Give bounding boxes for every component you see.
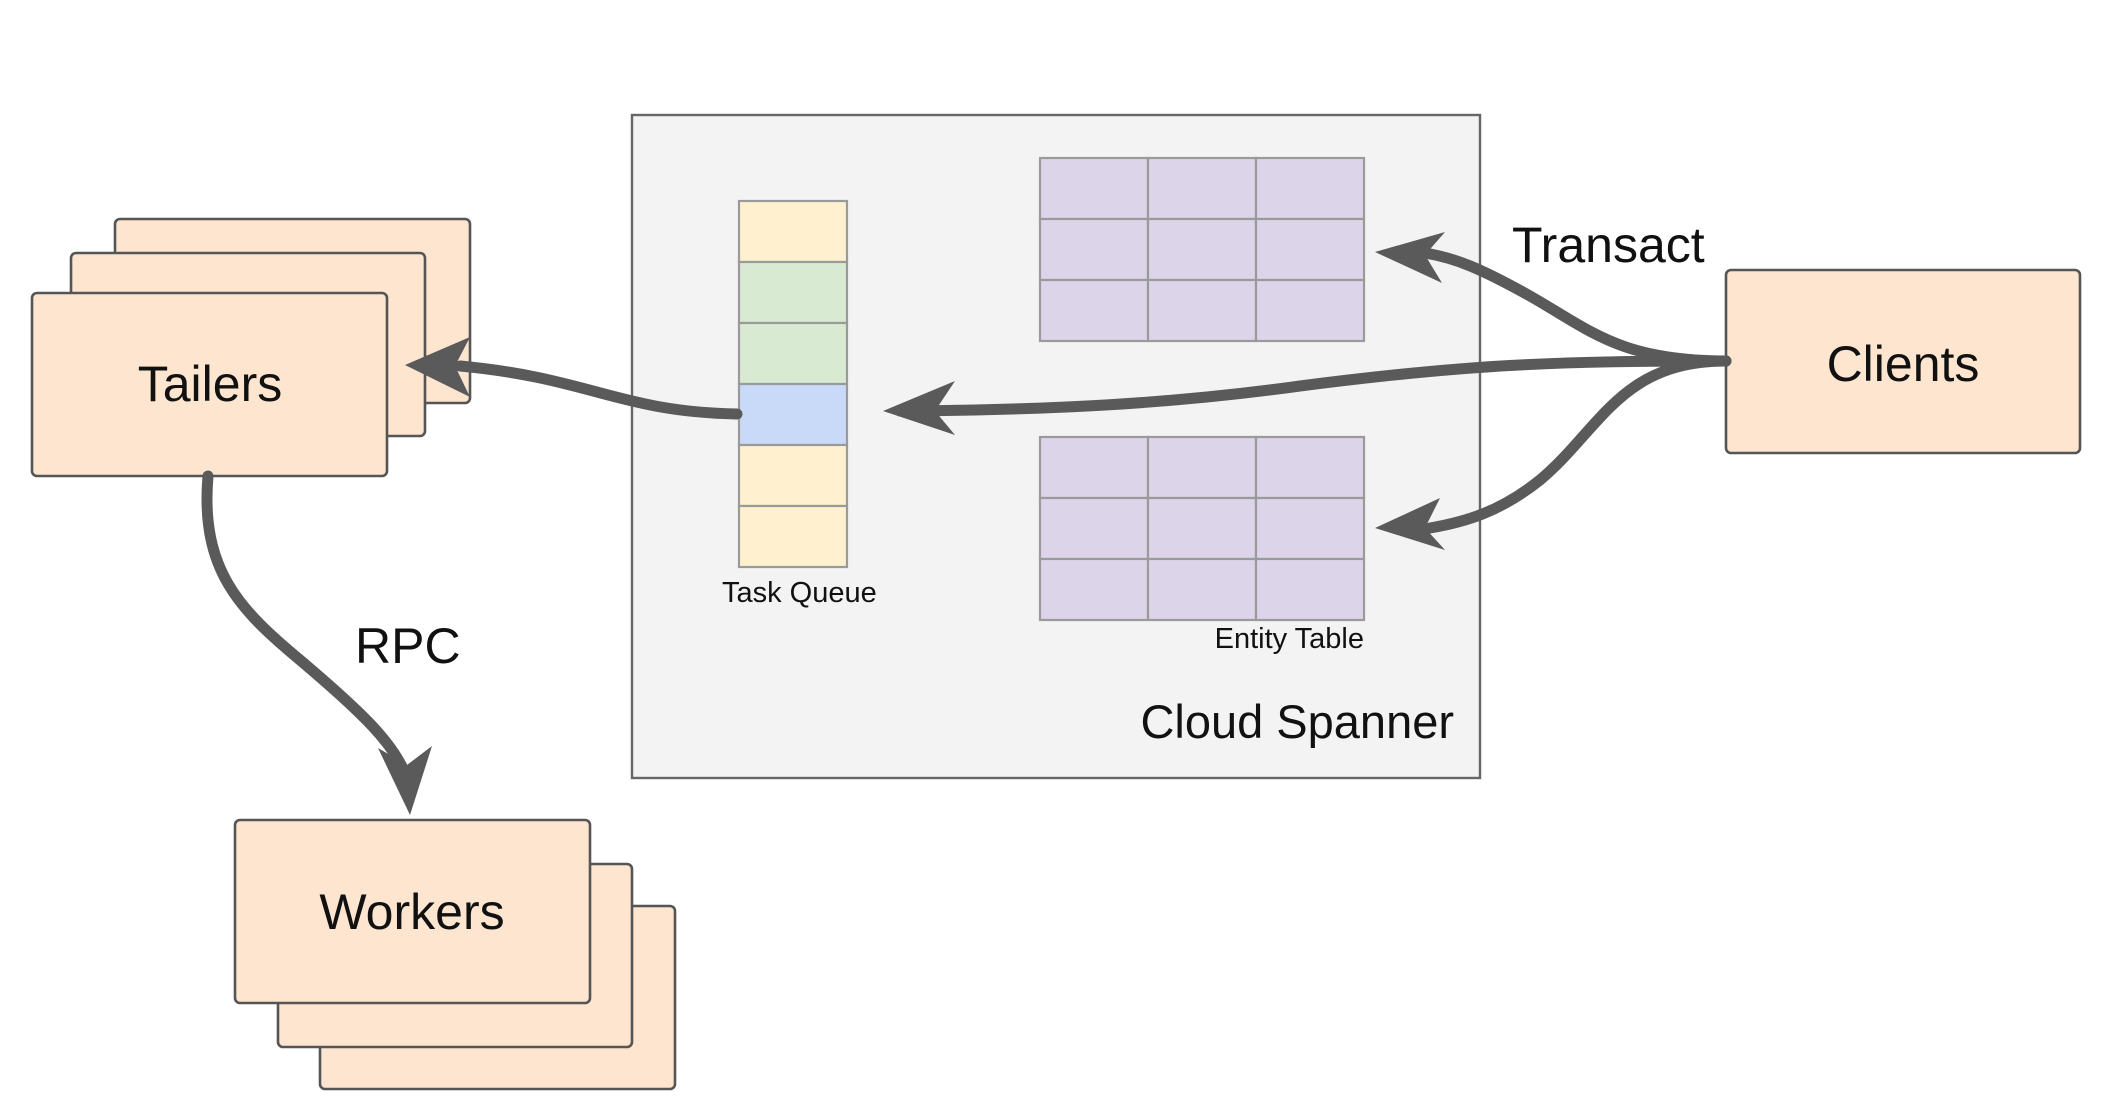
entity-table-top	[1038, 156, 1366, 343]
task-queue-label: Task Queue	[722, 577, 877, 609]
tailers-node: Tailers	[30, 217, 472, 478]
transact-label: Transact	[1512, 217, 1705, 273]
workers-label: Workers	[319, 884, 504, 940]
task-queue-cell	[737, 382, 849, 447]
task-queue-cell	[737, 443, 849, 508]
workers-node: Workers	[233, 818, 677, 1091]
clients-label: Clients	[1827, 336, 1980, 392]
task-queue-cell	[737, 321, 849, 386]
clients-node: Clients	[1724, 268, 2082, 455]
rpc-label: RPC	[355, 618, 461, 674]
arrow-clients-to-table-bottom	[1375, 355, 1732, 550]
cloud-spanner-label: Cloud Spanner	[1140, 695, 1454, 748]
task-queue-cell	[737, 199, 849, 264]
entity-table-label: Entity Table	[1215, 623, 1364, 655]
arrow-clients-to-table-top	[1375, 232, 1732, 367]
arrow-tailers-to-workers	[201, 470, 432, 815]
entity-table-bottom	[1038, 435, 1366, 622]
task-queue-cell	[737, 504, 849, 569]
tailers-label: Tailers	[138, 356, 282, 412]
arrow-clients-to-queue	[883, 355, 1732, 435]
arrow-queue-to-tailers	[405, 337, 743, 420]
task-queue	[737, 199, 849, 569]
task-queue-cell	[737, 260, 849, 325]
